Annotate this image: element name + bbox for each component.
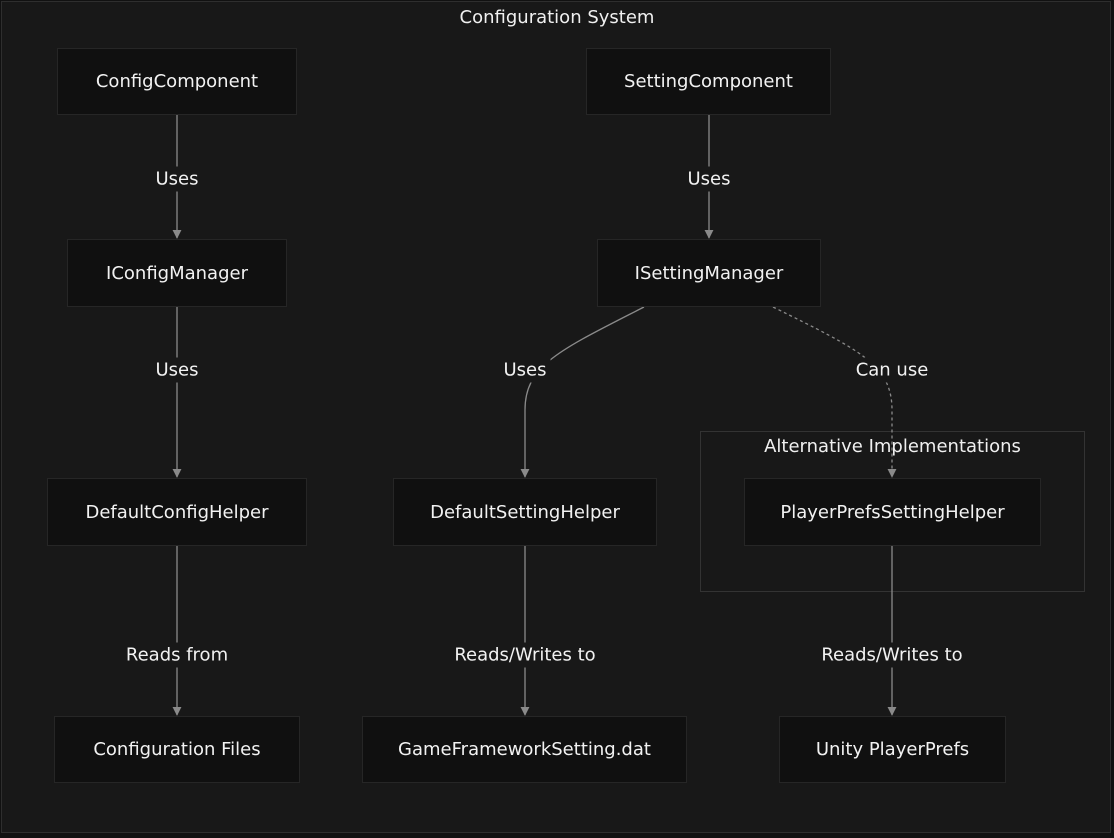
node-isetting-manager: ISettingManager <box>597 239 821 307</box>
edge-label-uses: Uses <box>151 166 203 192</box>
node-default-setting-helper: DefaultSettingHelper <box>393 478 657 546</box>
edge-label-uses: Uses <box>499 357 551 383</box>
edge-label-reads-writes-to: Reads/Writes to <box>817 642 967 668</box>
edge-isettingmanager-defaultsettinghelper <box>520 306 645 478</box>
node-iconfig-manager: IConfigManager <box>67 239 287 307</box>
node-default-config-helper: DefaultConfigHelper <box>47 478 307 546</box>
edge-label-can-use: Can use <box>851 357 933 383</box>
subgroup-title: Alternative Implementations <box>764 436 1021 457</box>
node-unity-playerprefs: Unity PlayerPrefs <box>779 716 1006 783</box>
edge-label-reads-writes-to: Reads/Writes to <box>450 642 600 668</box>
cluster-title: Configuration System <box>459 7 655 28</box>
edge-label-uses: Uses <box>151 357 203 383</box>
node-config-component: ConfigComponent <box>57 48 297 115</box>
node-configuration-files: Configuration Files <box>54 716 300 783</box>
node-playerprefs-setting-helper: PlayerPrefsSettingHelper <box>744 478 1041 546</box>
edge-label-uses: Uses <box>683 166 735 192</box>
node-gameframework-setting-dat: GameFrameworkSetting.dat <box>362 716 687 783</box>
edge-label-reads-from: Reads from <box>121 642 233 668</box>
node-setting-component: SettingComponent <box>586 48 831 115</box>
edge-isettingmanager-playerprefssettinghelper <box>772 306 897 478</box>
